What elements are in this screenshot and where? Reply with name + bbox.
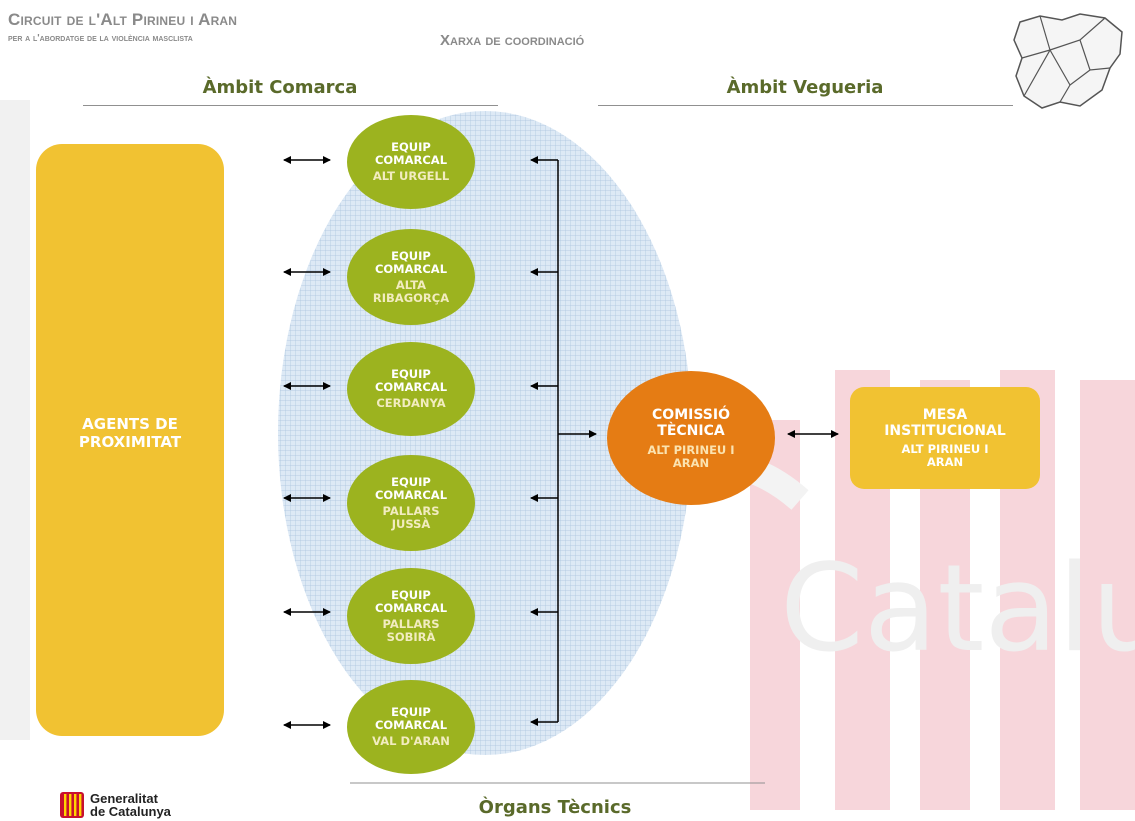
section-ambit-vegueria: Àmbit Vegueria: [726, 77, 884, 98]
equip-name: RIBAGORÇA: [372, 290, 450, 305]
equip-name: VAL D'ARAN: [372, 734, 450, 748]
agents-label-line2: PROXIMITAT: [78, 433, 182, 451]
equip-comarcal-val-daran: EQUIP COMARCAL VAL D'ARAN: [347, 680, 475, 774]
equip-name: PALLARS: [382, 503, 440, 518]
equip-name: SOBIRÀ: [386, 629, 436, 644]
equip-title: COMARCAL: [374, 600, 448, 615]
equip-name: ALT URGELL: [372, 169, 450, 183]
equip-name: JUSSÀ: [391, 516, 431, 531]
divider-line: [598, 105, 1013, 106]
header-network-title: Xarxa de coordinació: [440, 32, 585, 49]
watermark-stripe: [1080, 380, 1135, 810]
section-ambit-comarca: Àmbit Comarca: [202, 77, 358, 98]
equip-title: COMARCAL: [374, 261, 448, 276]
generalitat-logo-icon: [60, 792, 84, 818]
equip-title: EQUIP: [391, 474, 431, 489]
mesa-institucional-node: MESA INSTITUCIONAL ALT PIRINEU I ARAN: [850, 387, 1040, 489]
mesa-title: MESA: [922, 407, 968, 423]
equip-title: COMARCAL: [374, 380, 448, 394]
comissio-title: TÈCNICA: [657, 422, 725, 439]
comissio-name: ARAN: [672, 455, 710, 470]
equip-name: PALLARS: [382, 616, 440, 631]
agents-label-line1: AGENTS DE: [82, 415, 178, 433]
equip-title: EQUIP: [391, 705, 431, 719]
logo-line1: Generalitat: [90, 791, 158, 806]
header-subtitle: per a l'abordatge de la violència mascli…: [8, 33, 193, 44]
equip-title: EQUIP: [391, 140, 431, 154]
agents-de-proximitat-box: [36, 144, 224, 736]
equip-title: COMARCAL: [374, 153, 448, 167]
mesa-name: ARAN: [926, 455, 964, 469]
equip-comarcal-alta-ribagorca: EQUIP COMARCAL ALTA RIBAGORÇA: [347, 229, 475, 325]
equip-title: COMARCAL: [374, 487, 448, 502]
watermark-text: Catalu: [780, 540, 1135, 679]
equip-comarcal-pallars-jussa: EQUIP COMARCAL PALLARS JUSSÀ: [347, 455, 475, 551]
comissio-title: COMISSIÓ: [652, 406, 730, 423]
equip-name: CERDANYA: [376, 396, 446, 410]
equip-name: ALTA: [395, 277, 427, 292]
section-organs-tecnics: Òrgans Tècnics: [478, 797, 632, 818]
mesa-name: ALT PIRINEU I: [901, 442, 989, 456]
comissio-tecnica-node: COMISSIÓ TÈCNICA ALT PIRINEU I ARAN: [607, 371, 775, 505]
header-title: Circuit de l'Alt Pirineu i Aran: [8, 10, 238, 29]
equip-title: COMARCAL: [374, 718, 448, 732]
equip-title: EQUIP: [391, 248, 431, 263]
agents-label: AGENTS DE PROXIMITAT: [36, 415, 224, 451]
divider-line: [83, 105, 498, 106]
equip-title: EQUIP: [391, 587, 431, 602]
generalitat-logo-text: Generalitat de Catalunya: [90, 792, 171, 818]
equip-comarcal-pallars-sobira: EQUIP COMARCAL PALLARS SOBIRÀ: [347, 568, 475, 664]
logo-line2: de Catalunya: [90, 804, 171, 819]
equip-comarcal-cerdanya: EQUIP COMARCAL CERDANYA: [347, 342, 475, 436]
mesa-title: INSTITUCIONAL: [884, 423, 1006, 439]
equip-title: EQUIP: [391, 367, 431, 381]
region-map-icon: [1013, 13, 1123, 109]
equip-comarcal-alt-urgell: EQUIP COMARCAL ALT URGELL: [347, 115, 475, 209]
comissio-name: ALT PIRINEU I: [647, 442, 735, 457]
